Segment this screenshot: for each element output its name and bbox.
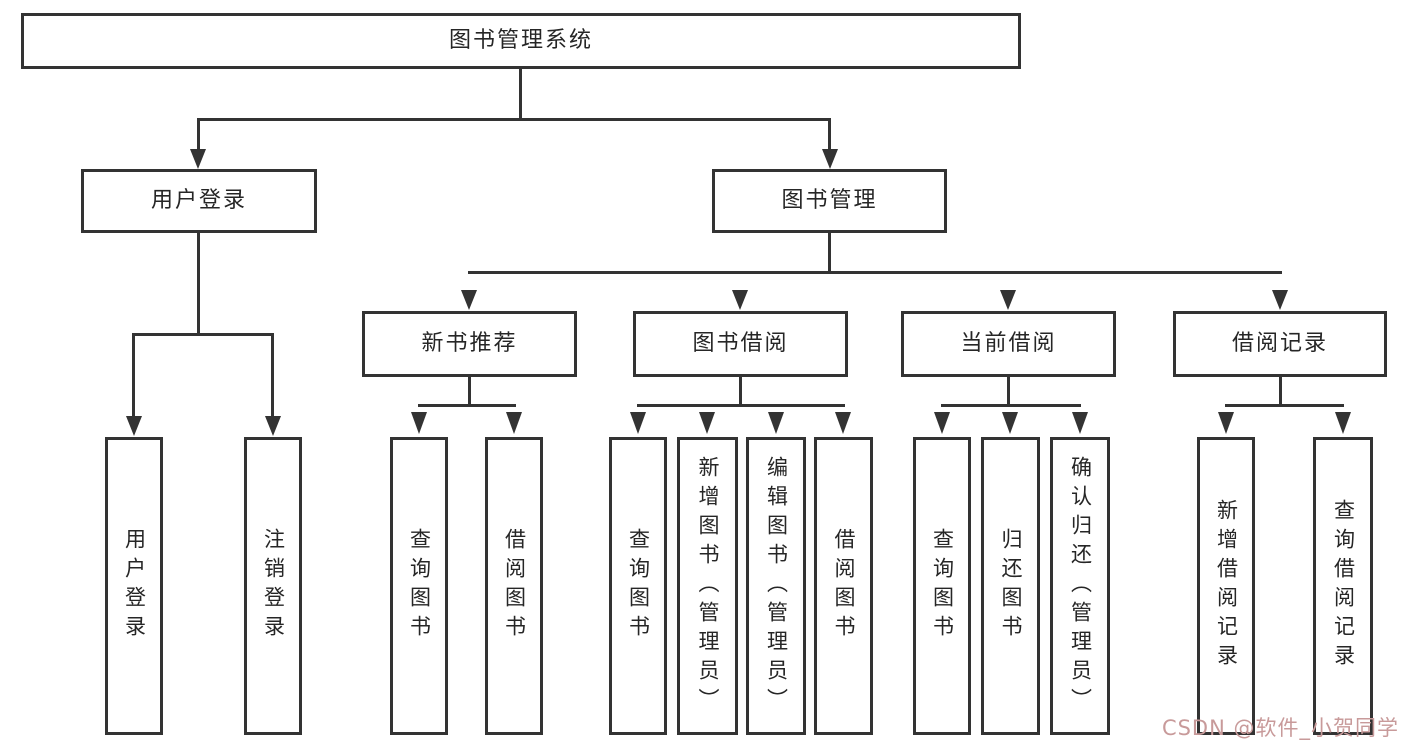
leaf-add-books-admin: 新增图书（管理员） (677, 437, 738, 735)
connector-line (941, 404, 1081, 407)
arrowhead-down (126, 416, 142, 436)
leaf-return-books: 归还图书 (981, 437, 1040, 735)
leaf-borrow-books: 借阅图书 (814, 437, 873, 735)
connector-line (828, 118, 831, 152)
connector-line (197, 118, 831, 121)
leaf-add-borrow-record: 新增借阅记录 (1197, 437, 1255, 735)
leaf-query-books-borrowing: 查询图书 (609, 437, 667, 735)
leaf-user-login: 用户登录 (105, 437, 163, 735)
node-library-management-system: 图书管理系统 (21, 13, 1021, 69)
connector-line (468, 377, 471, 406)
connector-line (519, 69, 522, 119)
node-borrowing-records: 借阅记录 (1173, 311, 1387, 377)
connector-line (197, 233, 200, 336)
leaf-query-books-current: 查询图书 (913, 437, 971, 735)
arrowhead-down (699, 412, 715, 434)
connector-line (132, 333, 135, 416)
arrowhead-down (1335, 412, 1351, 434)
arrowhead-down (835, 412, 851, 434)
connector-line (132, 333, 274, 336)
connector-line (828, 233, 831, 274)
arrowhead-down (506, 412, 522, 434)
leaf-logout: 注销登录 (244, 437, 302, 735)
node-user-login: 用户登录 (81, 169, 317, 233)
connector-line (637, 404, 845, 407)
arrowhead-down (461, 290, 477, 310)
node-current-borrowing: 当前借阅 (901, 311, 1116, 377)
arrowhead-down (732, 290, 748, 310)
arrowhead-down (1218, 412, 1234, 434)
leaf-confirm-return-admin: 确认归还（管理员） (1050, 437, 1110, 735)
connector-line (739, 377, 742, 406)
leaf-query-borrow-record: 查询借阅记录 (1313, 437, 1373, 735)
arrowhead-down (1002, 412, 1018, 434)
arrowhead-down (768, 412, 784, 434)
arrowhead-down (822, 149, 838, 169)
arrowhead-down (190, 149, 206, 169)
arrowhead-down (630, 412, 646, 434)
node-new-book-recommendation: 新书推荐 (362, 311, 577, 377)
csdn-watermark: CSDN @软件_小贺同学 (1161, 716, 1399, 740)
arrowhead-down (1072, 412, 1088, 434)
connector-line (271, 333, 274, 416)
leaf-borrow-books-recommend: 借阅图书 (485, 437, 543, 735)
connector-line (197, 118, 200, 152)
leaf-query-books-recommend: 查询图书 (390, 437, 448, 735)
node-book-borrowing: 图书借阅 (633, 311, 848, 377)
leaf-edit-books-admin: 编辑图书（管理员） (746, 437, 806, 735)
arrowhead-down (411, 412, 427, 434)
connector-line (418, 404, 516, 407)
arrowhead-down (1272, 290, 1288, 310)
node-book-management: 图书管理 (712, 169, 947, 233)
connector-line (1279, 377, 1282, 406)
connector-line (1225, 404, 1344, 407)
connector-line (1007, 377, 1010, 406)
arrowhead-down (934, 412, 950, 434)
arrowhead-down (1000, 290, 1016, 310)
connector-line (468, 271, 1282, 274)
arrowhead-down (265, 416, 281, 436)
